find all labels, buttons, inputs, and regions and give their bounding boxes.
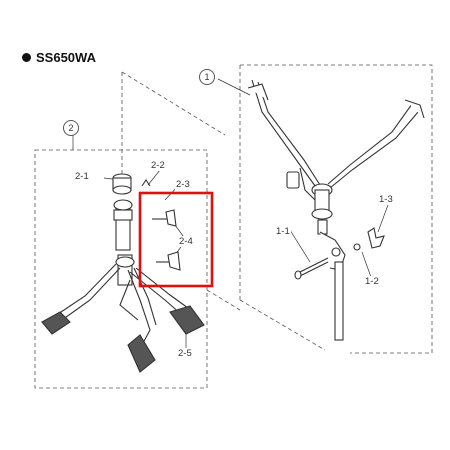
callout-part-2-1: 2-1 bbox=[74, 171, 90, 182]
model-heading: SS650WA bbox=[22, 50, 96, 65]
callout-part-1-1: 1-1 bbox=[275, 226, 291, 237]
callout-part-2: 2 bbox=[63, 120, 79, 136]
bullet-icon bbox=[22, 53, 31, 62]
callout-part-1-3: 1-3 bbox=[378, 194, 394, 205]
callout-part-2-3: 2-3 bbox=[175, 179, 191, 190]
stand-base-group-box bbox=[34, 149, 208, 389]
basket-group-box bbox=[240, 64, 433, 354]
highlight-box-2-4 bbox=[138, 191, 214, 288]
callout-part-1-2: 1-2 bbox=[364, 276, 380, 287]
callout-part-1: 1 bbox=[199, 69, 215, 85]
callout-part-2-4: 2-4 bbox=[178, 236, 194, 247]
callout-part-2-5: 2-5 bbox=[177, 348, 193, 359]
model-name: SS650WA bbox=[36, 50, 96, 65]
callout-part-2-2: 2-2 bbox=[150, 160, 166, 171]
snare-basket-drawing bbox=[247, 79, 425, 341]
stand-base-drawing bbox=[41, 173, 205, 373]
